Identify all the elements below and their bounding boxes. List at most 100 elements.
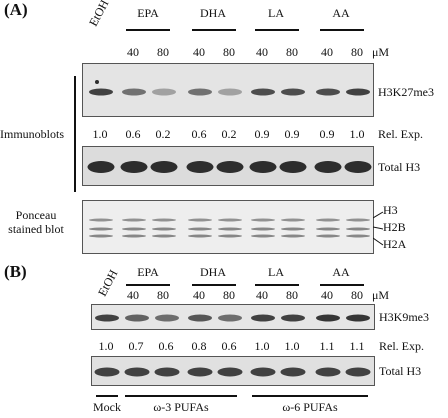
panel-a-rel-exp-value: 0.9 xyxy=(319,127,335,141)
panel-b-bar-omega3 xyxy=(125,395,237,397)
panel-b-dose: 80 xyxy=(157,288,169,302)
panel-b-dose: 40 xyxy=(256,288,268,302)
blot-band xyxy=(122,218,146,222)
histone-pointer-lines xyxy=(373,211,384,246)
panel-a-rel-exp-value: 0.2 xyxy=(221,127,237,141)
blot-band xyxy=(251,88,275,96)
panel-b-rel-exp-value: 0.7 xyxy=(128,339,144,353)
blot-band xyxy=(279,161,307,173)
panel-a-rel-exp-value: 1.0 xyxy=(92,127,108,141)
panel-b-dose: 40 xyxy=(321,288,333,302)
blot-band xyxy=(188,227,212,231)
blot-bands xyxy=(94,367,371,377)
panel-a-immunoblot-bracket xyxy=(74,76,76,192)
blot-band xyxy=(316,88,340,96)
blot-band xyxy=(346,218,370,222)
panel-b-group-omega3: ω-3 PUFAs xyxy=(153,400,209,414)
panel-a-dose: 40 xyxy=(256,45,268,59)
blot-band xyxy=(188,234,212,238)
panel-a-dose: 40 xyxy=(127,45,139,59)
panel-a-ponceau-label: Ponceau xyxy=(15,208,57,222)
blot-band xyxy=(95,80,99,84)
panel-a-rel-exp-value: 1.0 xyxy=(349,127,365,141)
blot-band xyxy=(345,367,371,377)
panel-a-dose: 80 xyxy=(286,45,298,59)
blot-band xyxy=(281,218,305,222)
panel-b-bar-mock xyxy=(96,395,118,397)
blot-band xyxy=(281,234,305,238)
blot-band xyxy=(94,367,120,377)
panel-b-group-aa: AA xyxy=(332,265,350,279)
panel-a-blot1-label: H3K27me3 xyxy=(378,85,434,99)
panel-b-control-label: EtOH xyxy=(95,267,121,299)
panel-b-group-epa: EPA xyxy=(137,265,159,279)
panel-b-dose: 80 xyxy=(286,288,298,302)
blot-band xyxy=(89,234,113,238)
panel-b-rel-exp-value: 0.6 xyxy=(221,339,237,353)
blot-bands xyxy=(95,314,370,322)
panel-a-label: (A) xyxy=(4,0,28,19)
panel-a-control-label: EtOH xyxy=(86,0,112,29)
blot-band xyxy=(155,314,179,322)
panel-b-dose: 80 xyxy=(223,288,235,302)
panel-a-dose: 80 xyxy=(351,45,363,59)
blot-band xyxy=(346,314,370,322)
blot-band xyxy=(218,227,242,231)
panel-a-histone-h3: H3 xyxy=(383,203,398,217)
panel-b-dose: 40 xyxy=(127,288,139,302)
blot-band xyxy=(187,367,213,377)
panel-a-group-epa: EPA xyxy=(137,6,159,20)
blot-band xyxy=(218,218,242,222)
blot-band xyxy=(251,218,275,222)
blot-band xyxy=(87,161,115,173)
blot-band xyxy=(122,234,146,238)
panel-b-group-la: LA xyxy=(268,265,284,279)
panel-a-histone-h2b: H2B xyxy=(383,220,406,234)
blot-band xyxy=(281,314,305,322)
panel-b-bar-epa xyxy=(126,284,170,286)
blot-band xyxy=(152,218,176,222)
panel-b-rel-exp-value: 1.1 xyxy=(319,339,335,353)
panel-a-unit: μM xyxy=(372,45,390,59)
blot-bands xyxy=(87,161,372,173)
blot-band xyxy=(154,367,180,377)
panel-a-bar-epa xyxy=(126,29,170,31)
panel-a-group-la: LA xyxy=(268,6,284,20)
panel-a-dose: 40 xyxy=(193,45,205,59)
blot-band xyxy=(250,367,276,377)
panel-a-dose: 80 xyxy=(157,45,169,59)
panel-a-rel-exp-value: 0.9 xyxy=(254,127,270,141)
panel-b-label: (B) xyxy=(4,262,27,281)
blot-band xyxy=(316,218,340,222)
panel-a-blot-ponceau xyxy=(82,200,374,254)
blot-band xyxy=(217,367,243,377)
panel-b-blot2-label: Total H3 xyxy=(379,364,422,378)
panel-b-bar-la xyxy=(255,284,299,286)
blot-band xyxy=(152,88,176,96)
panel-a-blot-total-h3 xyxy=(82,146,374,186)
blot-band xyxy=(346,227,370,231)
panel-a-bar-dha xyxy=(192,29,236,31)
blot-band xyxy=(281,88,305,96)
blot-band xyxy=(280,367,306,377)
blot-band xyxy=(344,161,372,173)
panel-a-rel-exp-value: 0.6 xyxy=(191,127,207,141)
panel-b-rel-exp-value: 1.0 xyxy=(284,339,300,353)
blot-bands xyxy=(89,218,370,238)
blot-band xyxy=(346,234,370,238)
panel-b-group-dha: DHA xyxy=(200,265,226,279)
panel-b-blot1-label: H3K9me3 xyxy=(379,310,429,324)
panel-b-blot-total-h3 xyxy=(91,356,375,386)
panel-a-histone-h2a: H2A xyxy=(383,237,407,251)
panel-a-blot-h3k27me3 xyxy=(82,63,374,117)
panel-b-rel-exp-value: 1.0 xyxy=(98,339,114,353)
panel-a-ponceau-label-2: stained blot xyxy=(8,222,64,236)
blot-band xyxy=(122,88,146,96)
panel-b-rel-exp-value: 1.1 xyxy=(349,339,365,353)
panel-a-dose: 80 xyxy=(223,45,235,59)
panel-b-bar-aa xyxy=(320,284,364,286)
blot-band xyxy=(188,314,212,322)
blot-band xyxy=(216,161,244,173)
panel-a-rel-exp-label: Rel. Exp. xyxy=(378,127,423,141)
panel-b-rel-exp-value: 1.0 xyxy=(254,339,270,353)
